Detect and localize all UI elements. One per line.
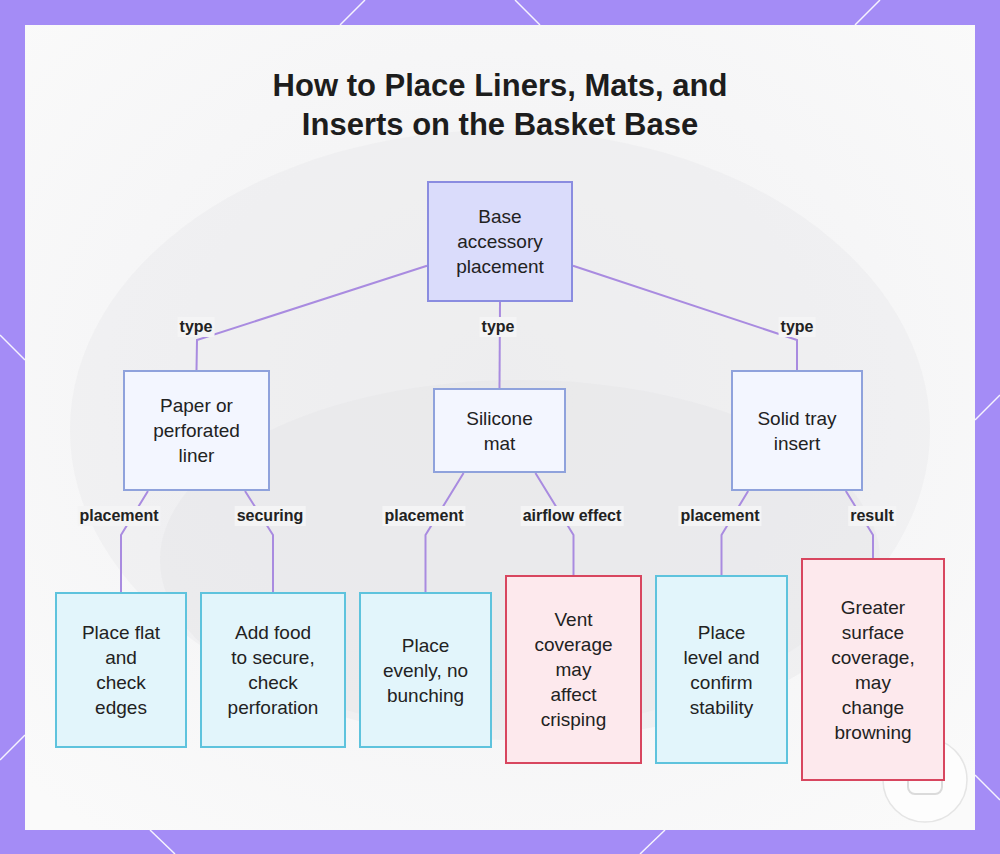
root-box: Base accessory placement [427, 181, 573, 302]
connector-line [722, 491, 749, 575]
node-text: Paper or perforated liner [143, 393, 250, 468]
diagram-title: How to Place Liners, Mats, and Inserts o… [245, 66, 755, 144]
type-box: Paper or perforated liner [123, 370, 270, 491]
node-text: Silicone mat [453, 406, 546, 456]
connector-line [499, 302, 502, 388]
edge-label: placement [382, 506, 465, 526]
node-text: Greater surface coverage, may change bro… [829, 595, 917, 745]
edge-label: placement [678, 506, 761, 526]
node-text: Place evenly, no bunching [381, 633, 470, 708]
node-text: Solid tray insert [751, 406, 843, 456]
edge-label: type [178, 317, 215, 337]
connector-line [197, 266, 428, 370]
edge-label: airflow effect [521, 506, 624, 526]
type-box: Silicone mat [433, 388, 566, 473]
effect-box: Greater surface coverage, may change bro… [801, 558, 945, 781]
step-box: Add food to secure, check perforation [200, 592, 346, 748]
edge-label: placement [77, 506, 160, 526]
connector-line [426, 473, 464, 592]
node-text: Vent coverage may affect crisping [531, 607, 616, 732]
panel [25, 25, 975, 830]
node-text: Add food to secure, check perforation [227, 620, 319, 720]
step-box: Place evenly, no bunching [359, 592, 492, 748]
edge-label: result [848, 506, 896, 526]
step-box: Place flat and check edges [55, 592, 187, 748]
step-box: Place level and confirm stability [655, 575, 788, 764]
node-text: Place level and confirm stability [679, 620, 764, 720]
node-text: Place flat and check edges [80, 620, 162, 720]
effect-box: Vent coverage may affect crisping [505, 575, 642, 764]
connector-line [573, 266, 797, 370]
edge-label: securing [235, 506, 306, 526]
edge-label: type [779, 317, 816, 337]
edge-label: type [480, 317, 517, 337]
type-box: Solid tray insert [731, 370, 863, 491]
node-text: Base accessory placement [447, 204, 553, 279]
